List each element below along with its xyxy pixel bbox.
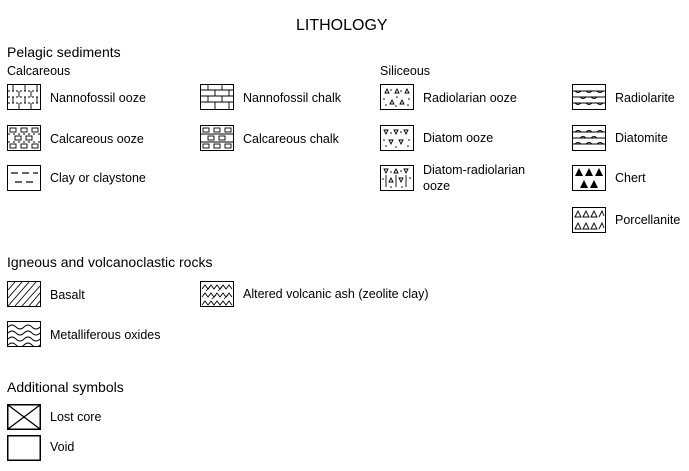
section-additional-symbols: Additional symbols bbox=[7, 379, 124, 395]
void-symbol bbox=[7, 435, 41, 461]
calcareous-ooze-label: Calcareous ooze bbox=[50, 132, 144, 146]
legend-title: LITHOLOGY bbox=[296, 17, 388, 34]
chert-pattern bbox=[572, 165, 606, 191]
radiolarian-ooze-pattern bbox=[380, 84, 414, 110]
calcareous-chalk-label: Calcareous chalk bbox=[243, 132, 339, 146]
metalliferous-label: Metalliferous oxides bbox=[50, 328, 161, 342]
diatomite-label: Diatomite bbox=[615, 131, 668, 145]
chert-label: Chert bbox=[615, 171, 646, 185]
diatom-radiolarian-ooze-pattern bbox=[380, 165, 414, 191]
radiolarite-pattern bbox=[572, 84, 606, 110]
lost-core-label: Lost core bbox=[50, 410, 102, 424]
diatomite-pattern bbox=[572, 125, 606, 151]
section-pelagic-sediments: Pelagic sediments bbox=[7, 44, 121, 60]
subsection-calcareous: Calcareous bbox=[7, 64, 71, 78]
nannofossil-ooze-pattern bbox=[7, 84, 41, 110]
nannofossil-ooze-label: Nannofossil ooze bbox=[50, 91, 146, 105]
void-label: Void bbox=[50, 440, 75, 454]
basalt-pattern bbox=[7, 281, 41, 307]
diatom-radiolarian-ooze-label-line1: Diatom-radiolarian bbox=[423, 163, 526, 177]
altered-ash-label: Altered volcanic ash (zeolite clay) bbox=[243, 287, 429, 301]
diatom-ooze-label: Diatom ooze bbox=[423, 131, 494, 145]
porcellanite-pattern bbox=[572, 207, 606, 233]
lost-core-symbol bbox=[7, 404, 41, 430]
clay-label: Clay or claystone bbox=[50, 171, 146, 185]
radiolarite-label: Radiolarite bbox=[615, 91, 675, 105]
section-igneous: Igneous and volcanoclastic rocks bbox=[7, 254, 213, 270]
nannofossil-chalk-label: Nannofossil chalk bbox=[243, 91, 341, 105]
diatom-ooze-pattern bbox=[380, 125, 414, 151]
metalliferous-pattern bbox=[7, 321, 41, 347]
basalt-label: Basalt bbox=[50, 288, 85, 302]
diatom-radiolarian-ooze-label-line2: ooze bbox=[423, 179, 451, 193]
altered-ash-pattern bbox=[200, 281, 234, 307]
calcareous-ooze-pattern bbox=[7, 125, 41, 151]
radiolarian-ooze-label: Radiolarian ooze bbox=[423, 91, 517, 105]
calcareous-chalk-pattern bbox=[200, 125, 234, 151]
subsection-siliceous: Siliceous bbox=[380, 64, 431, 78]
nannofossil-chalk-pattern bbox=[200, 84, 234, 110]
porcellanite-label: Porcellanite bbox=[615, 213, 681, 227]
clay-pattern bbox=[7, 165, 41, 191]
